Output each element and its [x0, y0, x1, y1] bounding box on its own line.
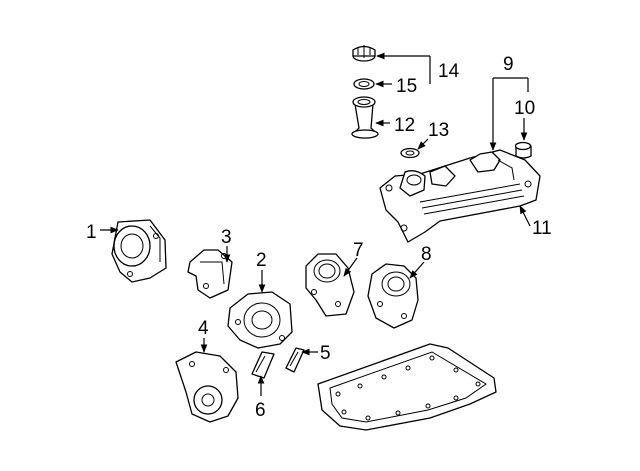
filler-seal-part — [353, 78, 375, 90]
timing-cover-part — [227, 291, 293, 349]
small-gasket-6-part — [251, 351, 275, 379]
grommet-part — [514, 141, 532, 159]
callout-12: 12 — [394, 115, 415, 136]
washer-part — [400, 147, 420, 159]
callout-6: 6 — [255, 400, 266, 421]
oil-pan-gasket-part — [317, 343, 497, 431]
bracket-part — [187, 249, 233, 299]
gasket-8-part — [367, 263, 419, 329]
filler-tube-part — [351, 96, 379, 139]
callout-1: 1 — [86, 222, 97, 243]
callout-7: 7 — [353, 240, 364, 261]
front-cover-part — [175, 351, 239, 423]
callout-2: 2 — [256, 250, 267, 271]
engine-cover-1-part — [111, 219, 167, 283]
callout-10: 10 — [514, 98, 535, 119]
callout-4: 4 — [198, 318, 209, 339]
callout-3: 3 — [221, 227, 232, 248]
oil-filler-cap-part — [352, 45, 376, 62]
small-gasket-5-part — [285, 347, 305, 373]
callout-5: 5 — [320, 343, 331, 364]
callout-13: 13 — [428, 120, 449, 141]
leader-lines — [100, 52, 531, 396]
callout-9: 9 — [503, 54, 514, 75]
gasket-7-part — [305, 253, 355, 317]
callout-11: 11 — [532, 218, 552, 239]
callout-8: 8 — [421, 244, 432, 265]
valve-cover-part — [379, 149, 541, 243]
callout-14: 14 — [438, 61, 460, 82]
callout-15: 15 — [396, 76, 417, 97]
